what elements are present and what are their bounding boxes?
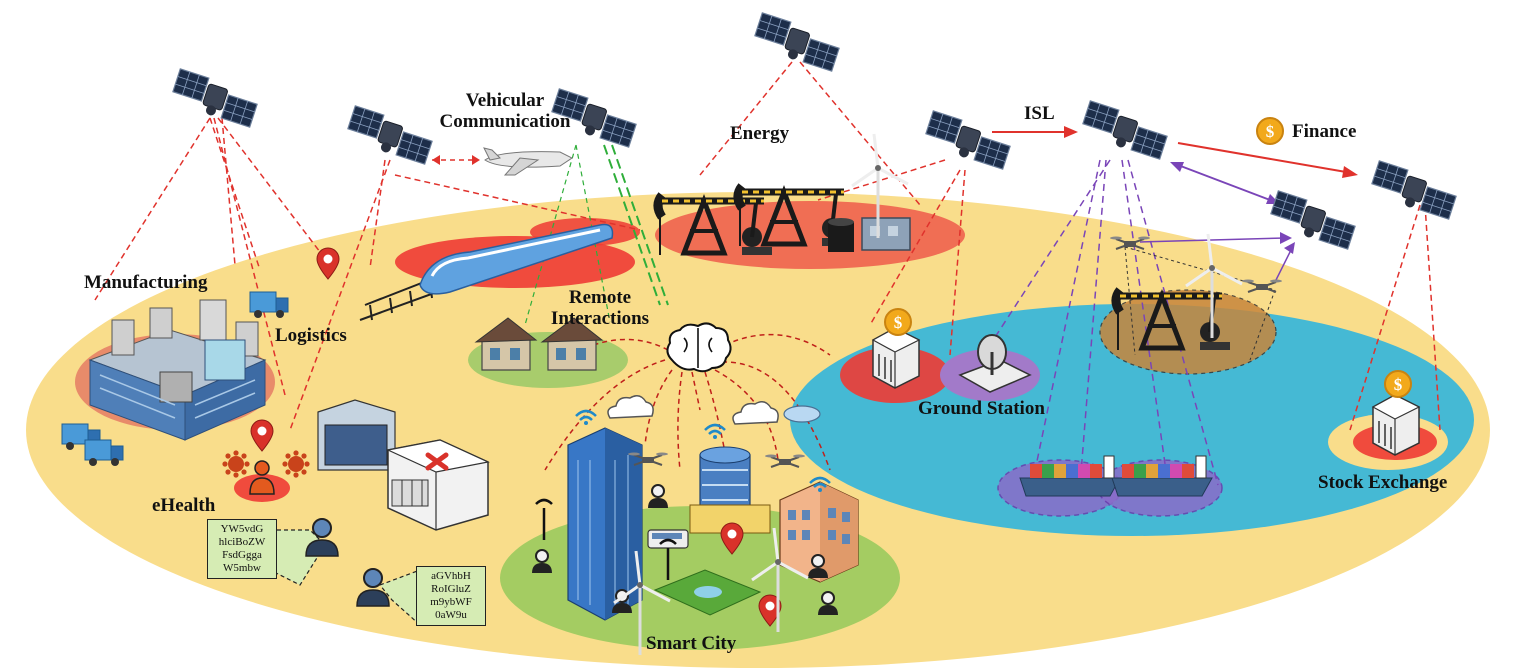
blimp-icon bbox=[783, 405, 821, 423]
satellite-icon bbox=[754, 12, 840, 72]
code-line: RoIGluZ bbox=[431, 583, 471, 595]
arrowhead bbox=[1280, 232, 1292, 244]
oil-tank-icon bbox=[828, 218, 854, 252]
arrowhead bbox=[472, 155, 480, 165]
encoded-data-box: aGVhbH RoIGluZ m9ybWF 0aW9u bbox=[416, 566, 486, 626]
bank-dollar-symbol: $ bbox=[893, 313, 903, 332]
offshore-drone-mesh bbox=[1124, 246, 1276, 361]
offshore-energy-zone bbox=[1099, 289, 1277, 375]
patient-icon bbox=[249, 460, 275, 495]
callout-pointer bbox=[379, 569, 421, 627]
arrowhead bbox=[1342, 166, 1358, 178]
remote-interactions-label: Remote Interactions bbox=[540, 287, 660, 329]
code-line: m9ybWF bbox=[430, 596, 472, 608]
vehicular-label-line1: Vehicular bbox=[465, 90, 545, 111]
satellite-icon bbox=[1371, 160, 1457, 220]
remote-label-line1: Remote bbox=[568, 287, 632, 308]
manufacturing-label: Manufacturing bbox=[84, 272, 208, 293]
stock-exchange-building-icon bbox=[1372, 394, 1420, 456]
satellite-dish-icon bbox=[958, 334, 1032, 393]
factory-icon bbox=[88, 299, 267, 441]
vehicular-label-line2: Communication bbox=[439, 111, 571, 132]
code-line: aGVhbH bbox=[431, 570, 471, 582]
satellite-icon bbox=[925, 110, 1011, 170]
cell-tower-icon bbox=[535, 498, 553, 540]
code-line: YW5vdG bbox=[220, 523, 264, 535]
stock-exchange-label: Stock Exchange bbox=[1318, 472, 1448, 493]
transformer-station-icon bbox=[861, 217, 911, 251]
arrowhead bbox=[1284, 242, 1295, 254]
remote-label-line2: Interactions bbox=[550, 308, 650, 329]
hospital-icon bbox=[317, 399, 490, 531]
user-icon bbox=[305, 518, 339, 557]
encoded-data-box: YW5vdG hlciBoZW FsdGgga W5mbw bbox=[207, 519, 277, 579]
virus-icon bbox=[222, 450, 250, 478]
brain-icon bbox=[666, 322, 732, 373]
energy-label: Energy bbox=[730, 123, 790, 144]
code-line: W5mbw bbox=[223, 562, 261, 574]
houses-icon bbox=[474, 317, 604, 371]
finance-isl-link bbox=[1177, 142, 1347, 173]
virus-icon bbox=[282, 450, 310, 478]
stock-dollar-symbol: $ bbox=[1393, 375, 1403, 394]
skyscraper-icon bbox=[567, 427, 643, 621]
city-park-icon bbox=[653, 569, 762, 616]
bank-icon bbox=[872, 327, 920, 389]
isl-label: ISL bbox=[1024, 103, 1055, 124]
arrowhead bbox=[432, 155, 440, 165]
cell-tower-icon bbox=[659, 538, 677, 580]
airplane-icon bbox=[483, 147, 573, 176]
ehealth-label: eHealth bbox=[152, 495, 216, 516]
ground-station-label: Ground Station bbox=[918, 398, 1045, 419]
code-line: hlciBoZW bbox=[218, 536, 266, 548]
finance-label: Finance bbox=[1292, 121, 1357, 142]
logistics-label: Logistics bbox=[275, 325, 347, 346]
arrowhead bbox=[1170, 162, 1184, 172]
purple-isl-link bbox=[1177, 164, 1271, 201]
smart-city-label: Smart City bbox=[646, 633, 737, 654]
finance-dollar-symbol: $ bbox=[1265, 122, 1275, 141]
high-speed-train-icon bbox=[359, 223, 614, 321]
red-satellite-links bbox=[94, 61, 1441, 431]
code-line: FsdGgga bbox=[222, 549, 262, 561]
arrowhead bbox=[1064, 126, 1078, 138]
medical-cross-icon bbox=[425, 452, 449, 471]
satellite-icon bbox=[1082, 100, 1168, 160]
satellite-icon bbox=[172, 68, 258, 128]
apartment-building-icon bbox=[779, 481, 859, 583]
vehicular-communication-label: Vehicular Communication bbox=[420, 90, 590, 132]
user-icon bbox=[356, 568, 390, 607]
drone-links bbox=[1139, 237, 1293, 281]
code-line: 0aW9u bbox=[435, 609, 467, 621]
